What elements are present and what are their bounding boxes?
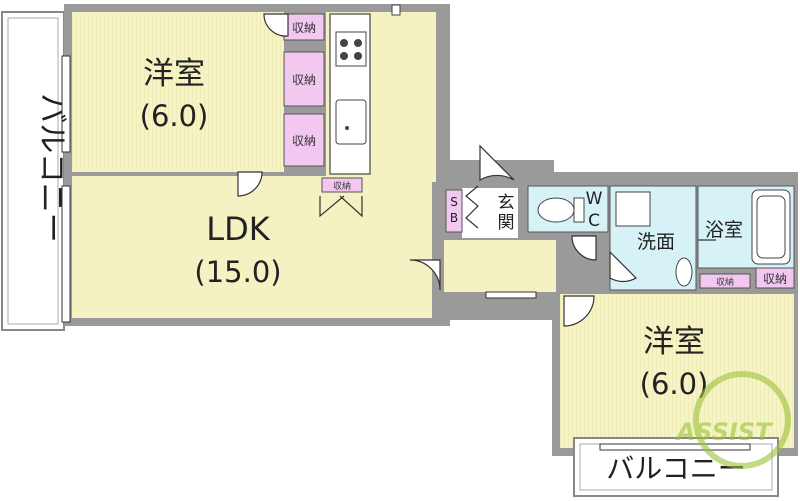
- western-room-2-name: 洋室: [643, 324, 705, 360]
- bathtub: [751, 189, 791, 265]
- entrance-name-2: 関: [498, 213, 515, 233]
- western-room-1-name: 洋室: [143, 56, 205, 92]
- storage-label-5: 収納: [716, 276, 734, 288]
- storage-label-6: 収納: [763, 272, 787, 286]
- storage-room2-a: [699, 273, 751, 289]
- watermark-logo: ASSIST: [675, 371, 791, 469]
- watermark-text: ASSIST: [675, 418, 774, 446]
- left-balcony-label: バルコニー: [34, 93, 69, 242]
- wash-basin: [675, 257, 693, 287]
- windows: [61, 55, 751, 451]
- storage-label-3: 収納: [292, 134, 316, 148]
- shoe-box-name-2: B: [450, 211, 458, 225]
- shoe-box-name-1: S: [450, 195, 458, 209]
- doors: [237, 13, 716, 327]
- western-room-1-floor: [72, 12, 284, 172]
- western-room-1-size: (6.0): [140, 99, 209, 133]
- toilet-name-2: C: [588, 211, 600, 231]
- western-room-2-floor: [560, 294, 794, 448]
- western-room-2-size: (6.0): [640, 367, 709, 401]
- toilet-fixture: [537, 197, 585, 223]
- washing-machine: [615, 191, 651, 227]
- shoe-box: [445, 189, 463, 233]
- storage-label-1: 収納: [292, 21, 316, 35]
- storage-label-4: 収納: [333, 180, 351, 192]
- storage-column: [283, 13, 363, 193]
- washroom-name: 洗面: [637, 231, 675, 253]
- ldk-size: (15.0): [194, 255, 281, 289]
- storage-room2-b: [755, 267, 795, 289]
- left-balcony: [1, 11, 65, 331]
- toilet-name-1: W: [586, 189, 603, 209]
- kitchen-counter: [329, 4, 401, 175]
- bathroom-name: 浴室: [705, 219, 743, 241]
- ldk-name: LDK: [206, 210, 270, 248]
- entrance-name-1: 玄: [498, 193, 515, 213]
- storage-label-2: 収納: [292, 73, 316, 87]
- hallway-floor: [444, 240, 556, 292]
- bottom-balcony-label: バルコニー: [606, 452, 745, 485]
- ldk-floor: [72, 176, 432, 318]
